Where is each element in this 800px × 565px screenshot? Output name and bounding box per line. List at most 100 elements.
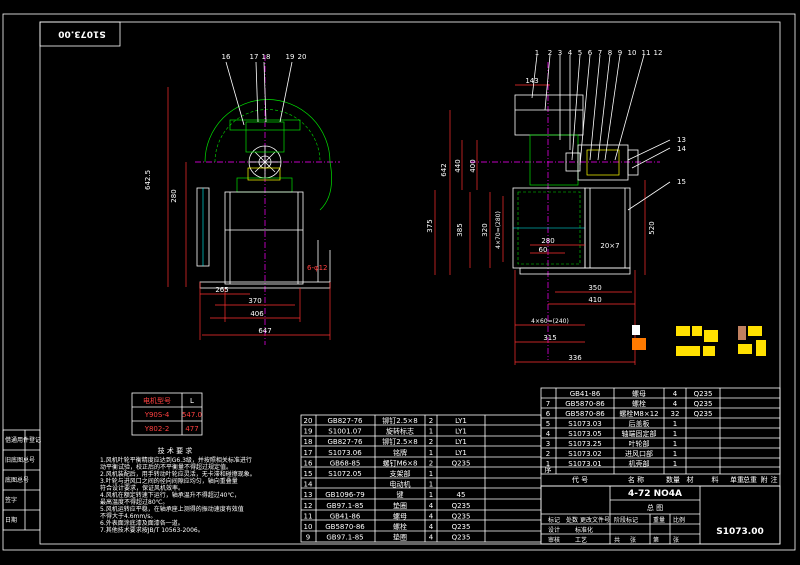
bom-right-cell: 1 xyxy=(673,450,677,458)
bom-left-cell: GB5870-86 xyxy=(325,523,365,531)
bom-header-cell: 名 称 xyxy=(628,475,644,484)
bom-left-cell: GB827-76 xyxy=(327,438,363,446)
bom-left-cell: Q235 xyxy=(452,459,471,467)
bom-left-cell: GB41-86 xyxy=(330,512,361,520)
bom-right-cell: 1 xyxy=(546,460,550,468)
right-view-balloons: 1 2 3 4 5 6 7 8 9 10 11 12 13 14 15 xyxy=(531,49,686,211)
bom-left-cell: S1072.05 xyxy=(328,470,361,478)
right-view: 143 642 440 400 375 385 320 4×70=(280) 2… xyxy=(426,49,686,365)
right-dim-143: 143 xyxy=(525,77,538,85)
balloon-12: 12 xyxy=(654,49,663,57)
bom-right-cell: 螺栓 xyxy=(632,399,646,408)
tech-req-line: 6.外表面涂底漆及面漆各一道。 xyxy=(100,519,184,527)
bom-left-cell: GB97.1-85 xyxy=(326,502,363,510)
bom-right-cell: 2 xyxy=(546,450,550,458)
tech-requirements: 技 术 要 求 1.风机叶轮平衡精度应达到G6.3级，并按照相关标准进行 动平衡… xyxy=(100,446,256,534)
bom-header-cell: 代 号 xyxy=(572,475,588,484)
bom-right-cell: 6 xyxy=(546,410,551,418)
bom-left-cell: 15 xyxy=(304,470,313,478)
bom-left-cell: 16 xyxy=(304,459,313,467)
balloon-3: 3 xyxy=(558,49,562,57)
balloon-13: 13 xyxy=(677,136,686,144)
bom-right-cell: Q235 xyxy=(694,400,713,408)
bom-right-cell: Q235 xyxy=(694,410,713,418)
balloon-1: 1 xyxy=(535,49,539,57)
bom-right-cell: S1073.25 xyxy=(568,440,601,448)
motor-table-r2-model: Y802-2 xyxy=(144,425,170,433)
title-cell: 设计 xyxy=(548,526,560,534)
title-product: 4-72 NO4A xyxy=(628,489,682,499)
bom-header-cell: 序 xyxy=(545,465,552,474)
bom-right-cell: 叶轮部 xyxy=(629,439,650,448)
bom-left-cell: 螺栓 xyxy=(393,522,407,531)
left-view-dimensions: 642.5 280 265 370 406 647 6-φ12 xyxy=(144,87,331,340)
balloon-8: 8 xyxy=(608,49,612,57)
bom-left-cell: 1 xyxy=(429,470,433,478)
bom-left-cell: 1 xyxy=(429,491,433,499)
right-dim-4x60: 4×60=(240) xyxy=(531,318,569,325)
balloon-11: 11 xyxy=(642,49,651,57)
side-strip-cell: 签字 xyxy=(5,496,17,504)
bom-right-cell: 机壳部 xyxy=(629,459,650,468)
balloon-10: 10 xyxy=(628,49,637,57)
balloon-18: 18 xyxy=(262,53,271,61)
bom-left-cell: 垫圈 xyxy=(393,501,407,510)
balloon-5: 5 xyxy=(578,49,582,57)
tech-req-line: 5.风机运转应平稳，在轴承座上测得的振动速度有效值 xyxy=(100,505,244,513)
balloon-17: 17 xyxy=(250,53,259,61)
side-strip-cell: 旧底图总号 xyxy=(5,456,35,464)
bom-right-cell: GB5870-86 xyxy=(565,410,605,418)
bom-left-cell: 11 xyxy=(304,512,313,520)
bom-left-cell: 4 xyxy=(429,502,434,510)
balloon-14: 14 xyxy=(677,145,686,153)
bom-left-cell: 铭牌 xyxy=(393,448,407,457)
left-view-balloons: 16 17 18 19 20 xyxy=(222,53,307,126)
bom-left-cell: 14 xyxy=(304,481,313,489)
tech-req-line: 不得大于4.6mm/s。 xyxy=(100,512,156,520)
right-dim-320: 320 xyxy=(481,223,489,236)
right-dim-440: 440 xyxy=(454,159,462,172)
color-stamp-blocks xyxy=(632,325,766,356)
bom-right-table xyxy=(540,387,781,475)
right-dim-520: 520 xyxy=(648,221,656,234)
bom-left-cell: LY1 xyxy=(455,428,467,436)
balloon-20: 20 xyxy=(298,53,307,61)
bom-left-cell: LY1 xyxy=(455,417,467,425)
bom-header-cell: 料 xyxy=(712,475,719,484)
tech-req-line: 符合设计要求，保证风机效率。 xyxy=(100,484,184,492)
bom-right-cell: 4 xyxy=(546,430,551,438)
balloon-9: 9 xyxy=(618,49,622,57)
right-dim-20x7: 20×7 xyxy=(600,242,619,250)
bom-left-cell: LY1 xyxy=(455,438,467,446)
bom-left-cell: 螺钉M6×8 xyxy=(383,458,418,467)
bom-header-cell: 材 xyxy=(687,475,694,484)
bom-right-cell: 7 xyxy=(546,400,550,408)
balloon-2: 2 xyxy=(548,49,552,57)
bom-left-cell: 10 xyxy=(304,523,313,531)
title-cell: 标记 xyxy=(548,516,560,524)
bom-right-cell: GB5870-86 xyxy=(565,400,605,408)
bom-right-cell: 5 xyxy=(546,420,550,428)
tech-req-line: 1.风机叶轮平衡精度应达到G6.3级，并按照相关标准进行 xyxy=(100,456,252,464)
bom-left-cell: GB97.1-85 xyxy=(326,534,363,542)
sheet-outer-frame xyxy=(2,13,796,551)
right-dim-400: 400 xyxy=(469,159,477,172)
bom-header-cell: 数量 xyxy=(666,475,680,484)
right-dim-375: 375 xyxy=(426,219,434,232)
title-cell: 标准化 xyxy=(575,526,593,534)
top-code-box: S1073.00 xyxy=(39,21,121,47)
right-dim-642: 642 xyxy=(440,163,448,176)
bom-right-cell: 轴端固定部 xyxy=(622,429,657,438)
bom-right-cell: 1 xyxy=(673,430,677,438)
tech-req-line: 2.风机装配后，用手转动叶轮应灵活，无卡滞和碰擦现象。 xyxy=(100,470,256,478)
bom-left-cell: LY1 xyxy=(455,449,467,457)
bom-right-cell: 后盖板 xyxy=(629,419,650,428)
right-dim-60: 60 xyxy=(539,246,548,254)
side-strip: 借通用件登记 旧底图总号 底图总号 签字 日期 xyxy=(2,429,41,531)
bom-right-cell: 4 xyxy=(673,390,678,398)
bom-right-cell: S1073.03 xyxy=(568,420,601,428)
bom-right-cell: 1 xyxy=(673,460,677,468)
motor-table-r2-l: 477 xyxy=(185,425,198,433)
